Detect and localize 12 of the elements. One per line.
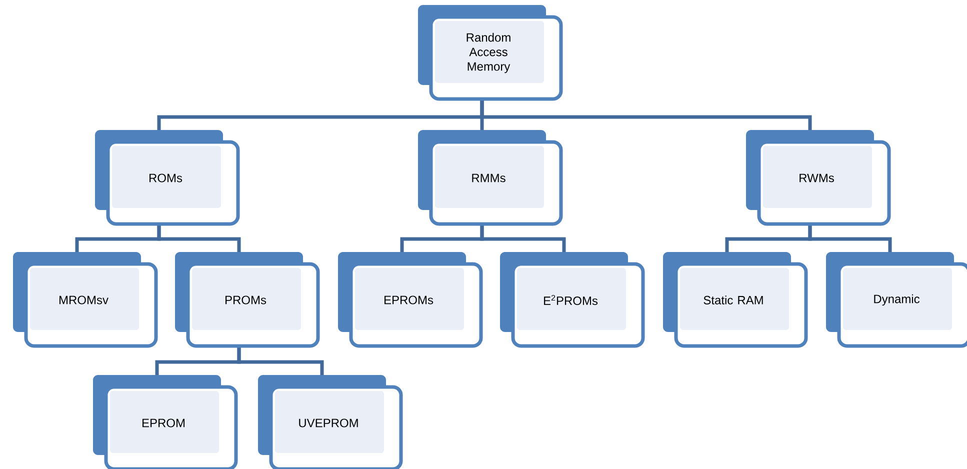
rounded-box: MROMsv bbox=[13, 252, 158, 348]
rounded-box: UVEPROM bbox=[258, 375, 403, 469]
rounded-box: ROMs bbox=[95, 130, 240, 226]
rounded-box: PROMs bbox=[175, 252, 320, 348]
rounded-box: EPROMs bbox=[338, 252, 483, 348]
rounded-box: EPROM bbox=[93, 375, 238, 469]
rounded-box: RMMs bbox=[418, 130, 563, 226]
rounded-box: Dynamic bbox=[826, 252, 967, 348]
rounded-box: E$^{2}$PROMs bbox=[500, 252, 645, 348]
rounded-box: Random Access Memory bbox=[418, 5, 563, 101]
rounded-box: RWMs bbox=[746, 130, 891, 226]
rounded-box: Static RAM bbox=[663, 252, 808, 348]
